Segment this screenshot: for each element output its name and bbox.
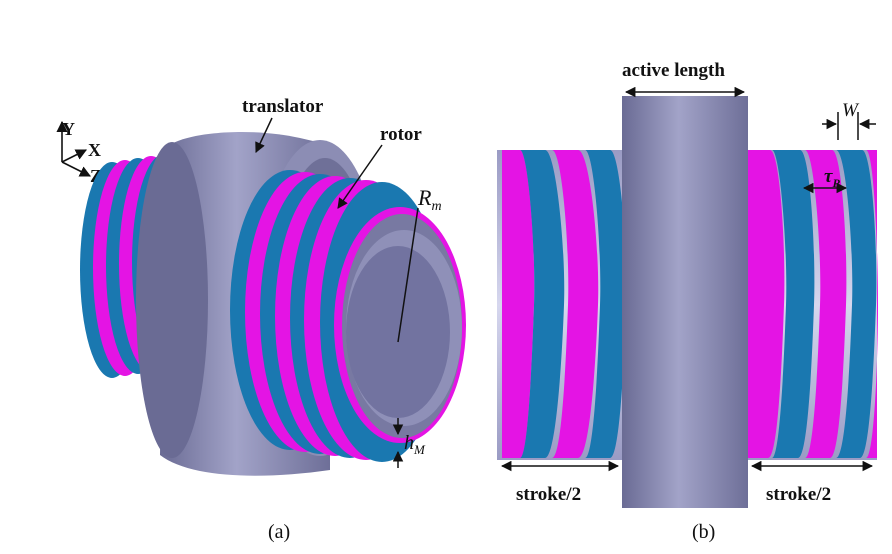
tau-p-label: τP	[824, 166, 840, 190]
panel-b: active length W τP stroke/2 stroke/2 (b)	[497, 60, 878, 543]
leader-lines-a	[255, 117, 419, 468]
panel-a: Y X Z	[56, 96, 466, 543]
translator-block	[622, 96, 748, 508]
right-rotor-bands	[748, 150, 878, 458]
stroke-left-label: stroke/2	[516, 484, 581, 505]
axis-triad	[56, 120, 92, 177]
dimension-lines-b	[500, 86, 876, 472]
rotor-label: rotor	[380, 124, 422, 145]
caption-a: (a)	[268, 521, 290, 543]
right-rotor-rings	[230, 170, 466, 462]
stroke-right-label: stroke/2	[766, 484, 831, 505]
translator-label: translator	[242, 96, 324, 117]
caption-b: (b)	[692, 521, 715, 543]
rm-label: Rm	[417, 185, 442, 214]
left-rotor-bands	[502, 150, 627, 458]
hm-label: hM	[404, 432, 426, 457]
axis-y-label: Y	[62, 119, 75, 139]
active-length-label: active length	[622, 60, 725, 81]
axis-x-label: X	[88, 140, 101, 160]
w-label: W	[842, 100, 860, 121]
